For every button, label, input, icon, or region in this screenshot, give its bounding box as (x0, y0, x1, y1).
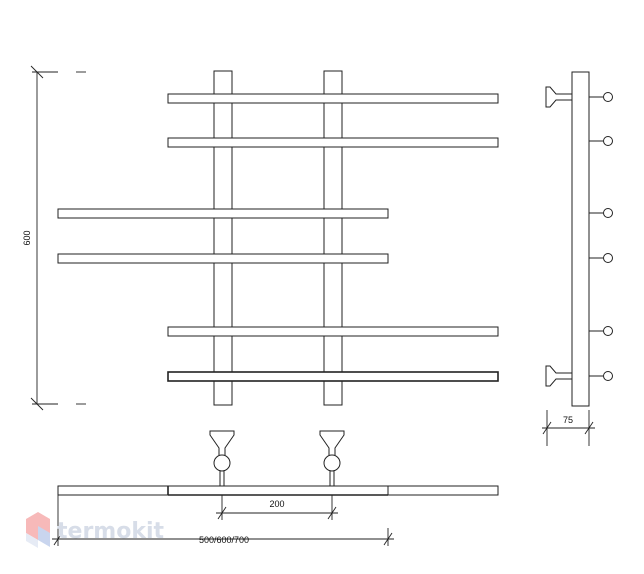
depth-dimension-label: 75 (563, 415, 573, 425)
logo-text: termokit (57, 519, 164, 544)
height-dimension-label: 600 (22, 230, 32, 245)
pipe-section-left (213, 454, 231, 472)
side-view (545, 71, 613, 407)
top-view (57, 430, 499, 496)
width-dimension (52, 495, 394, 546)
bar-end-cap (603, 253, 613, 263)
bar-end-cap (603, 92, 613, 102)
width-dimension-label: 500/600/700 (199, 535, 249, 545)
top-bracket-right-icon (319, 430, 345, 457)
top-bracket-left-icon (209, 430, 235, 457)
horizontal-bar (167, 371, 499, 382)
horizontal-bar (57, 253, 389, 264)
top-bar (57, 485, 499, 496)
side-pipe (571, 71, 590, 407)
horizontal-bar (167, 93, 499, 104)
termokit-logo: termokit (26, 512, 164, 548)
pipe-section-right (323, 454, 341, 472)
bar-end-cap (603, 326, 613, 336)
wall-bracket-bottom-icon (545, 365, 573, 387)
horizontal-bar (57, 208, 389, 219)
front-view (57, 70, 499, 406)
bar-end-cap (603, 371, 613, 381)
depth-dimension (542, 410, 595, 446)
bar-end-cap (603, 136, 613, 146)
logo-hex-right-icon (38, 526, 50, 547)
spacing-dimension-label: 200 (269, 499, 284, 509)
horizontal-bar (167, 137, 499, 148)
bar-end-cap (603, 208, 613, 218)
height-dimension (30, 65, 86, 411)
horizontal-bar (167, 326, 499, 337)
vertical-pipe-right (323, 70, 343, 406)
spacing-dimension (216, 495, 338, 520)
wall-bracket-top-icon (545, 86, 573, 108)
vertical-pipe-left (213, 70, 233, 406)
